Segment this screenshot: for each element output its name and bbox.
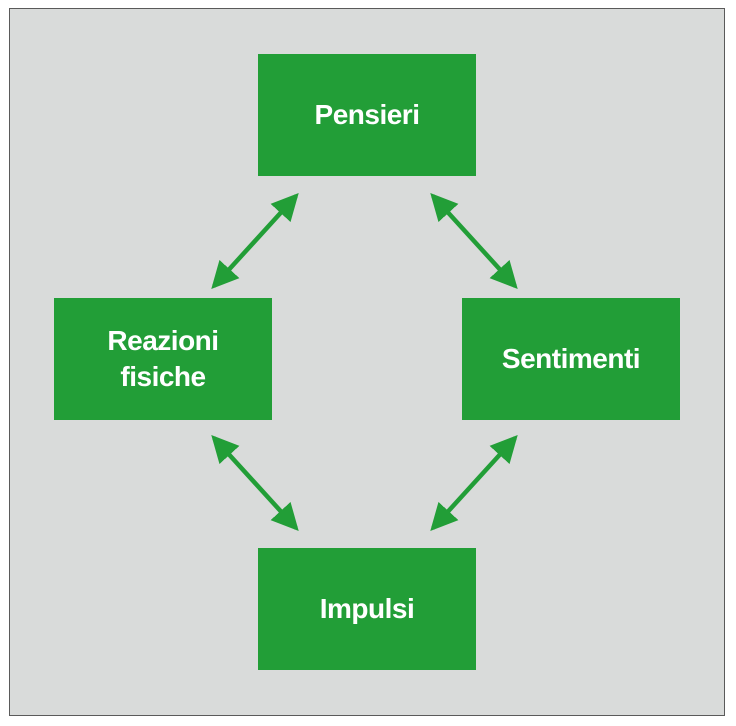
node-reazioni-fisiche-label: Reazioni fisiche <box>107 325 219 392</box>
node-pensieri: Pensieri <box>258 54 476 176</box>
node-pensieri-label: Pensieri <box>314 99 420 130</box>
node-sentimenti-label: Sentimenti <box>501 343 641 374</box>
node-impulsi: Impulsi <box>258 548 476 670</box>
node-reazioni-fisiche: Reazioni fisiche <box>54 298 272 420</box>
node-impulsi-label: Impulsi <box>319 593 415 624</box>
node-sentimenti: Sentimenti <box>462 298 680 420</box>
